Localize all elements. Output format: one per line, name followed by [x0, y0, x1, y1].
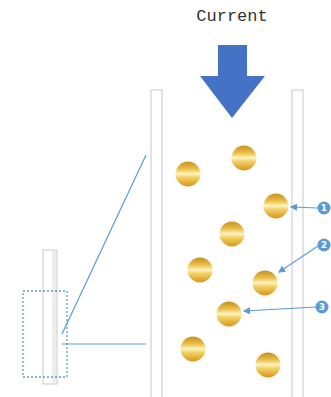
leader-line [291, 207, 318, 208]
zoom-line [62, 155, 146, 334]
heading-label: Current [196, 7, 267, 26]
zoom-line [62, 343, 146, 344]
leader-line [279, 246, 318, 272]
gold-particles [176, 146, 289, 378]
zoom-box [23, 291, 67, 377]
callout-number: 2 [321, 240, 327, 250]
leader-line [244, 307, 316, 311]
callout-number: 3 [319, 302, 325, 312]
callout-circle [318, 202, 331, 215]
callout-circle [316, 301, 329, 314]
callout-number: 1 [321, 203, 327, 213]
current-arrow [200, 45, 265, 118]
tube-wall [292, 90, 303, 397]
callout-circle [318, 239, 331, 252]
tube-wall [151, 90, 162, 397]
tube [43, 250, 57, 384]
tube-shade [52, 251, 56, 383]
